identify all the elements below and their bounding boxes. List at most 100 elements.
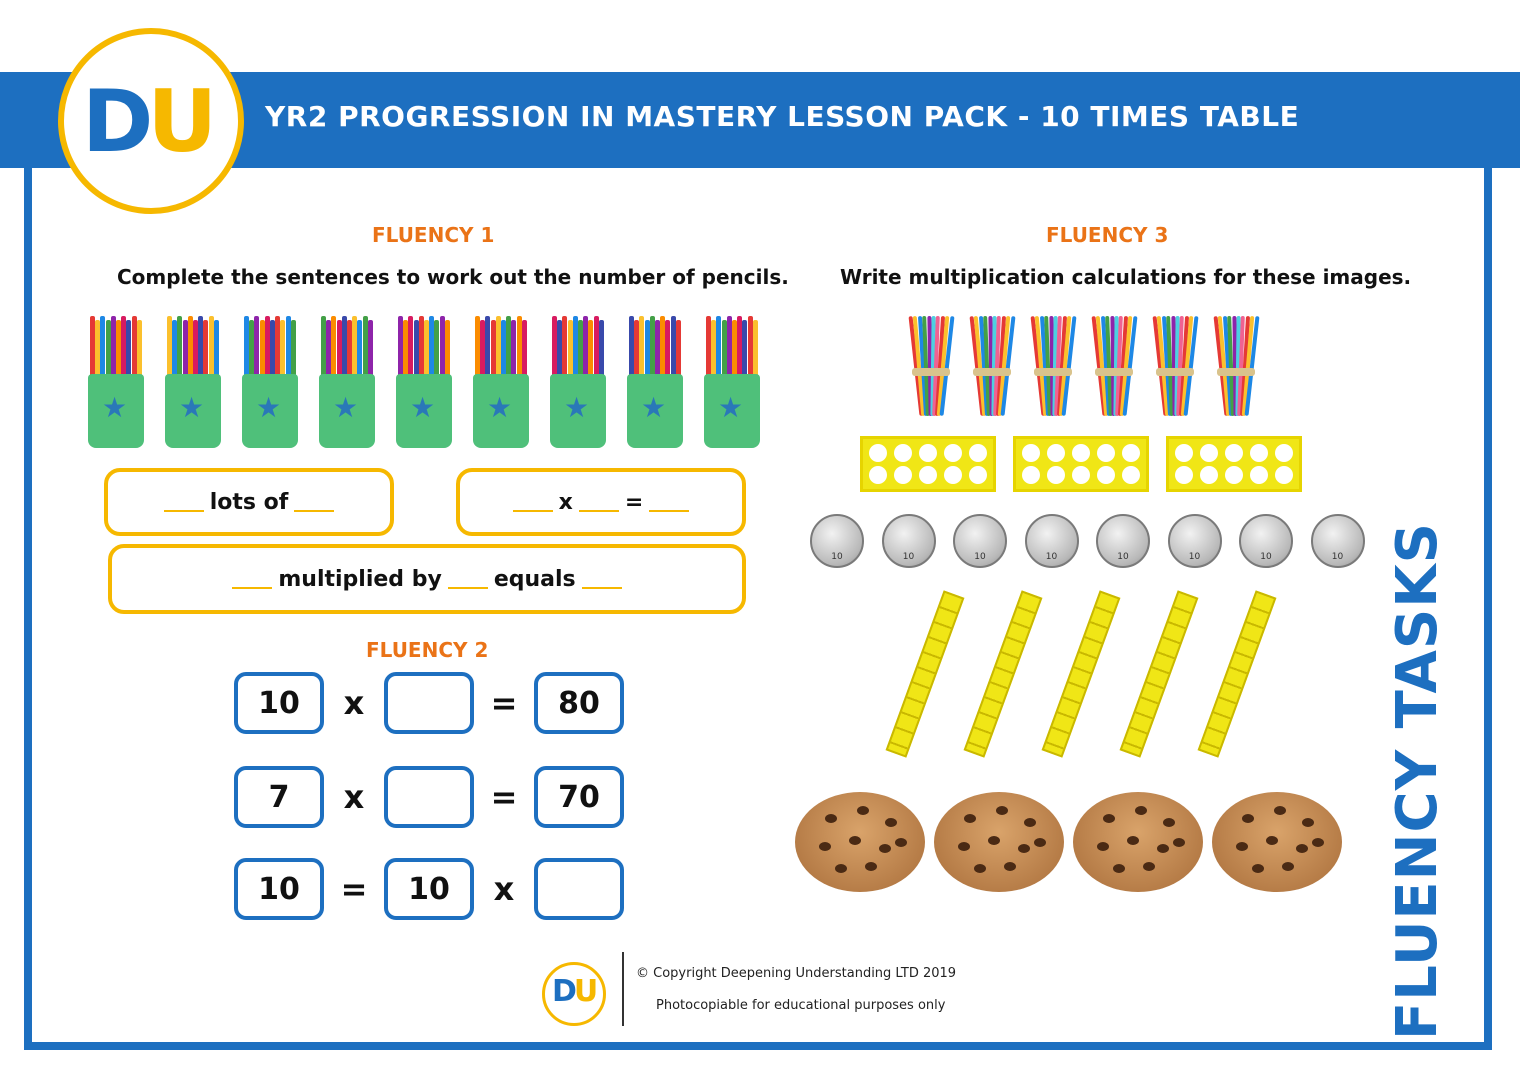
ten-frame-counter [1224, 466, 1243, 484]
chocolate-chip [964, 814, 976, 823]
pencil [716, 316, 722, 380]
chocolate-chip [996, 806, 1008, 815]
pencil [254, 316, 260, 380]
ten-frame-counter [1274, 466, 1293, 484]
chocolate-chip [1302, 818, 1314, 827]
answer-blank [163, 492, 204, 512]
star-icon: ★ [102, 391, 128, 424]
pencil [634, 320, 640, 384]
ten-frame-counter [1047, 444, 1066, 462]
chocolate-chip [1034, 838, 1046, 847]
equation-box-a[interactable]: 7 [234, 766, 324, 828]
pencil [670, 316, 676, 380]
equation-box-b[interactable]: 10 [384, 858, 474, 920]
pencil [439, 316, 445, 380]
cup-body [473, 374, 529, 448]
pencil [629, 316, 634, 380]
answer-blank [294, 492, 335, 512]
sentence-box-multiplication[interactable]: x = [456, 468, 746, 536]
pencil-cup: ★ [242, 316, 298, 448]
pencil [583, 316, 589, 380]
equation-box-b[interactable] [384, 766, 474, 828]
cookies-image [795, 790, 1355, 894]
pencil [136, 320, 142, 384]
coin-value: 10 [1260, 552, 1272, 562]
coin-value: 10 [902, 552, 915, 562]
chocolate-chip [1274, 806, 1286, 815]
pencil [424, 320, 429, 384]
pencil [275, 316, 281, 380]
sentence-box-multiplied-by[interactable]: multiplied by equals [108, 544, 746, 614]
equation-operator: = [340, 870, 368, 908]
straw-bundle [1152, 315, 1199, 417]
pencil [408, 316, 414, 380]
pencil [367, 320, 373, 384]
pencil [347, 320, 352, 384]
pencil [747, 316, 753, 380]
pencil [552, 316, 557, 380]
fluency-2-title: FLUENCY 2 [366, 638, 489, 662]
equation-box-c[interactable] [534, 858, 624, 920]
chocolate-chip [1266, 836, 1278, 845]
pencil [105, 320, 111, 384]
sentence-box-lots-of[interactable]: lots of [104, 468, 394, 536]
chocolate-chip [1097, 842, 1109, 851]
pencil-cup: ★ [319, 316, 375, 448]
equation-box-a[interactable]: 10 [234, 672, 324, 734]
cup-body [165, 374, 221, 448]
ten-frame-counter [1200, 444, 1219, 462]
ten-frame-counter [943, 444, 962, 462]
chocolate-chip [865, 862, 877, 871]
coin-value: 10 [974, 552, 986, 562]
ten-sticks-image [880, 585, 1300, 765]
pencil [726, 316, 732, 380]
pencil [501, 320, 506, 384]
fluency-1-instruction: Complete the sentences to work out the n… [117, 265, 789, 289]
lots-of-label: lots of [209, 489, 289, 515]
logo-letter-u: U [147, 72, 217, 172]
fluency-3-title: FLUENCY 3 [1046, 223, 1169, 247]
equation-box-a[interactable]: 10 [234, 858, 324, 920]
equation-box-c[interactable]: 70 [534, 766, 624, 828]
pencil [721, 320, 727, 384]
pencil [259, 320, 265, 384]
ten-frame-counter [968, 444, 987, 462]
equation-box-c[interactable]: 80 [534, 672, 624, 734]
logo-letter-d: D [552, 974, 577, 1009]
pencil [649, 316, 655, 380]
ten-frame-counter [869, 466, 888, 484]
ten-frame-counter [869, 444, 888, 462]
answer-blank [447, 569, 488, 589]
cookie [1212, 792, 1342, 892]
star-icon: ★ [641, 391, 667, 424]
pencil [675, 320, 681, 384]
bundle-tie [1095, 368, 1133, 376]
footer-note: Photocopiable for educational purposes o… [656, 998, 946, 1013]
ten-frame-counter [968, 466, 987, 484]
pencil-cups-image: ★★★★★★★★★ [88, 316, 768, 450]
fluency-1-title: FLUENCY 1 [372, 223, 495, 247]
equation-box-b[interactable] [384, 672, 474, 734]
coin-value: 10 [1117, 552, 1129, 562]
pencil [280, 320, 286, 384]
chocolate-chip [988, 836, 1000, 845]
multiplied-by-label: multiplied by [278, 566, 442, 592]
answer-blank [578, 492, 619, 512]
pencil [182, 320, 188, 384]
bundle-tie [973, 368, 1011, 376]
cup-body [319, 374, 375, 448]
pencil [285, 316, 291, 380]
cup-body [242, 374, 298, 448]
pencil [131, 316, 137, 380]
du-logo-text: DU [82, 72, 217, 172]
bundle-tie [1156, 368, 1194, 376]
pencil [100, 316, 106, 380]
pencil [172, 320, 178, 384]
pencil [352, 316, 358, 380]
cup-body [396, 374, 452, 448]
header-bar [0, 72, 1520, 168]
chocolate-chip [885, 818, 897, 827]
pencil-cup: ★ [473, 316, 529, 448]
cup-body [88, 374, 144, 448]
footer-copyright: © Copyright Deepening Understanding LTD … [636, 966, 957, 981]
